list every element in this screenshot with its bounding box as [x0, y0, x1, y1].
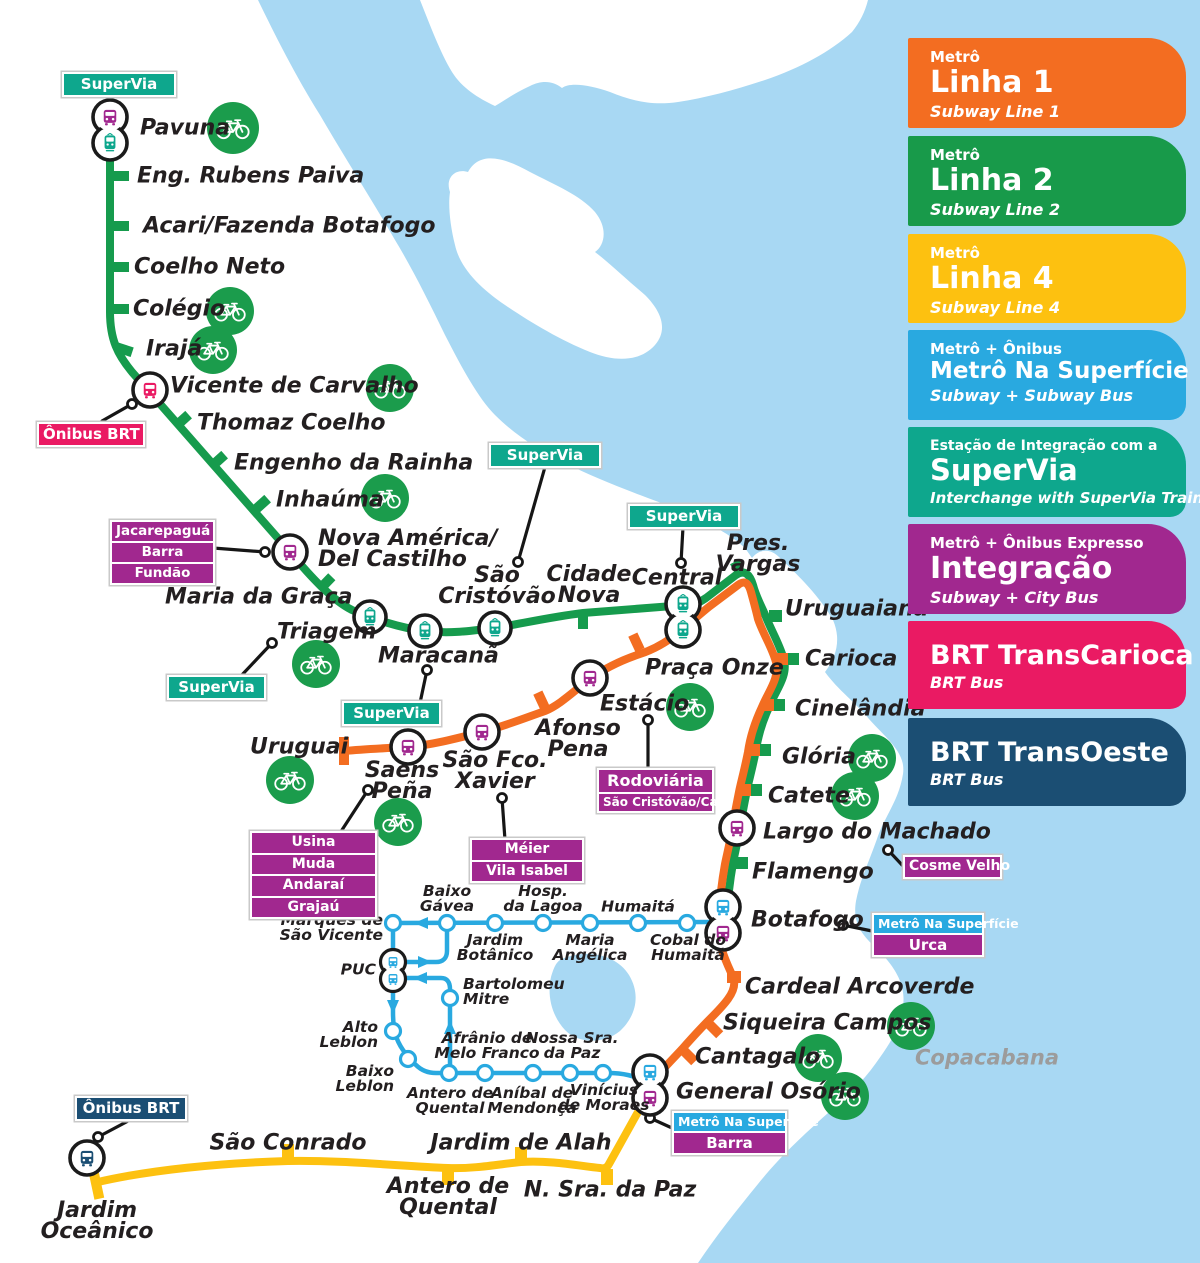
station-sao-cristovao [477, 610, 513, 646]
pointer-dots [92, 398, 894, 1143]
station-puc [378, 947, 408, 994]
station-saens-pena [389, 728, 427, 766]
bike-icon [666, 683, 714, 731]
train-icon [676, 594, 690, 614]
arrow-down-icon [387, 1000, 399, 1014]
station-general-osorio [631, 1053, 669, 1117]
bike-icon [831, 772, 879, 820]
bike-icon [266, 756, 314, 804]
train-icon [676, 620, 690, 640]
arrow-up-icon [444, 1020, 456, 1034]
station-pavuna [91, 98, 129, 162]
bike-icon [189, 326, 237, 374]
train-icon [419, 621, 431, 641]
arrow-left-icon [414, 917, 428, 929]
train-icon [489, 618, 501, 638]
station-triagem [352, 599, 388, 635]
train-icon [104, 133, 117, 153]
island [448, 158, 663, 359]
linha-4-line [97, 1092, 652, 1186]
bike-icon [292, 640, 340, 688]
arrow-right-icon [418, 956, 432, 968]
bike-icons [189, 102, 935, 1120]
lagoon [549, 953, 636, 1041]
station-maracana [407, 613, 443, 649]
station-botafogo [704, 888, 742, 952]
arrow-left-icon [413, 972, 427, 984]
bike-icon [206, 287, 254, 335]
bike-icon [794, 1034, 842, 1082]
loop-direction-arrows [387, 917, 456, 1034]
station-jardim-oceanico [68, 1139, 106, 1177]
north-shore [420, 0, 868, 106]
interchange-stations [68, 98, 756, 1177]
bike-icon [821, 1072, 869, 1120]
station-vicente-de-carvalho [131, 371, 169, 409]
train-icon [364, 607, 376, 627]
station-largo-do-machado [718, 809, 756, 847]
station-nova-america [271, 533, 309, 571]
station-estacio [571, 659, 609, 697]
bike-icon [374, 798, 422, 846]
bike-icon [361, 474, 409, 522]
bike-icon [887, 1002, 935, 1050]
bike-icon [207, 102, 259, 154]
station-central [664, 585, 702, 649]
bike-icon [848, 734, 896, 782]
station-sao-fco-xavier [463, 713, 501, 751]
loop-station-dots [383, 913, 697, 1083]
bike-icon [366, 364, 414, 412]
